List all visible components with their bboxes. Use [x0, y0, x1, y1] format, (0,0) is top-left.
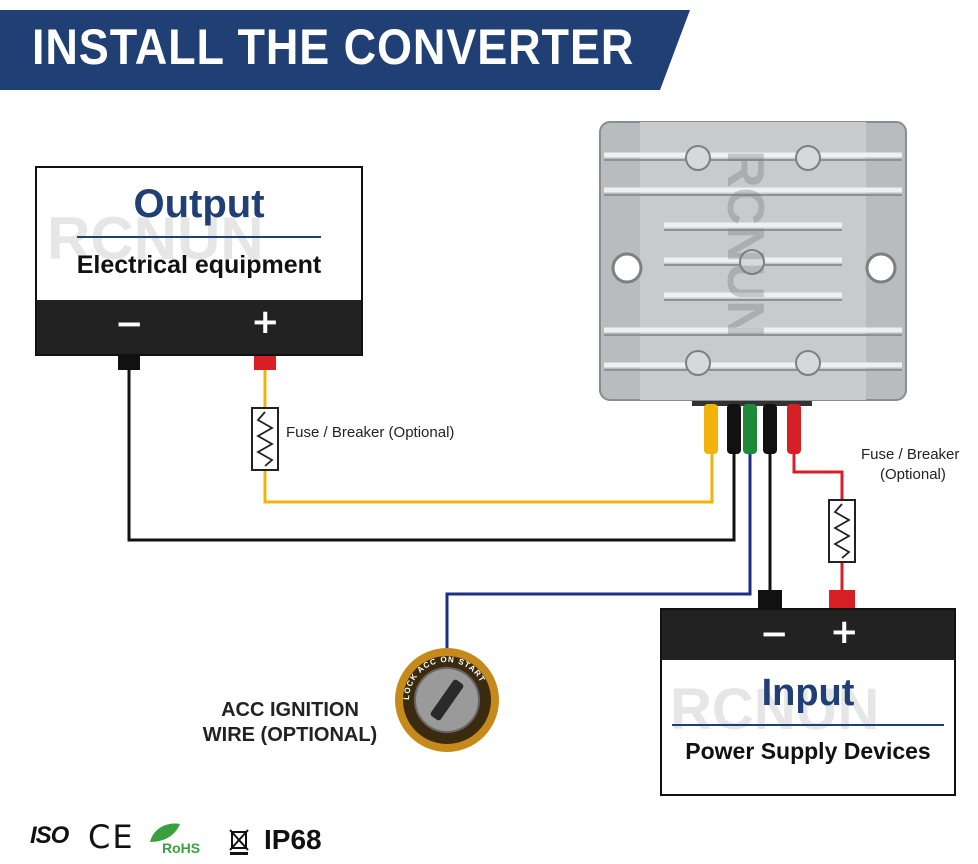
- header-banner: [0, 10, 690, 90]
- input-plus-sign: +: [830, 612, 859, 652]
- fuse-input-label-line2: (Optional): [880, 466, 946, 483]
- rohs-leaf-icon: [150, 823, 180, 842]
- lead-black-1: [727, 404, 741, 454]
- page-title: INSTALL THE CONVERTER: [32, 19, 635, 75]
- input-negative-terminal: [758, 590, 782, 610]
- weee-bin-icon: [229, 829, 249, 855]
- yellow-output-wire-lower: [263, 440, 714, 504]
- lead-red: [787, 404, 801, 454]
- rohs-mark: RoHS: [162, 840, 201, 856]
- converter-module: [599, 121, 907, 401]
- acc-ignition-label: ACC IGNITION WIRE (OPTIONAL): [190, 698, 390, 748]
- input-title-rule: [672, 724, 944, 726]
- input-device-box: − + RCNUN Input Power Supply Devices: [660, 608, 956, 796]
- ip68-mark: IP68: [264, 824, 322, 855]
- black-output-wire: [127, 370, 736, 542]
- blue-acc-wire: [445, 440, 752, 650]
- input-minus-sign: −: [760, 614, 789, 654]
- output-watermark: RCNUN: [47, 205, 264, 272]
- lead-yellow: [704, 404, 718, 454]
- output-title: Output: [133, 182, 265, 226]
- converter-watermark: RCNUN: [716, 150, 774, 338]
- output-minus-sign: −: [115, 304, 144, 344]
- ce-mark: CE: [88, 818, 135, 856]
- fuse-input-label-line1: Fuse / Breaker: [861, 446, 960, 463]
- fuse-output-label: Fuse / Breaker (Optional): [286, 424, 455, 441]
- iso-logo: ISO: [30, 822, 69, 849]
- output-title-rule: [77, 236, 321, 238]
- output-device-box: RCNUN Output Electrical equipment − +: [35, 166, 363, 356]
- acc-label-line1: ACC IGNITION: [221, 699, 359, 721]
- input-title: Input: [761, 672, 855, 714]
- ignition-switch-icon: LOCK ACC ON START: [395, 648, 499, 752]
- input-subtitle: Power Supply Devices: [685, 738, 931, 764]
- input-terminal-bar: − +: [662, 610, 954, 660]
- output-subtitle: Electrical equipment: [76, 251, 322, 279]
- red-input-wire: [792, 440, 844, 500]
- acc-label-line2: WIRE (OPTIONAL): [202, 724, 378, 746]
- input-positive-terminal: [829, 590, 855, 610]
- lead-black-2: [763, 404, 777, 454]
- input-watermark: RCNUN: [670, 677, 880, 742]
- output-terminal-bar: − +: [37, 300, 361, 354]
- output-plus-sign: +: [251, 302, 280, 342]
- lead-green: [743, 404, 757, 454]
